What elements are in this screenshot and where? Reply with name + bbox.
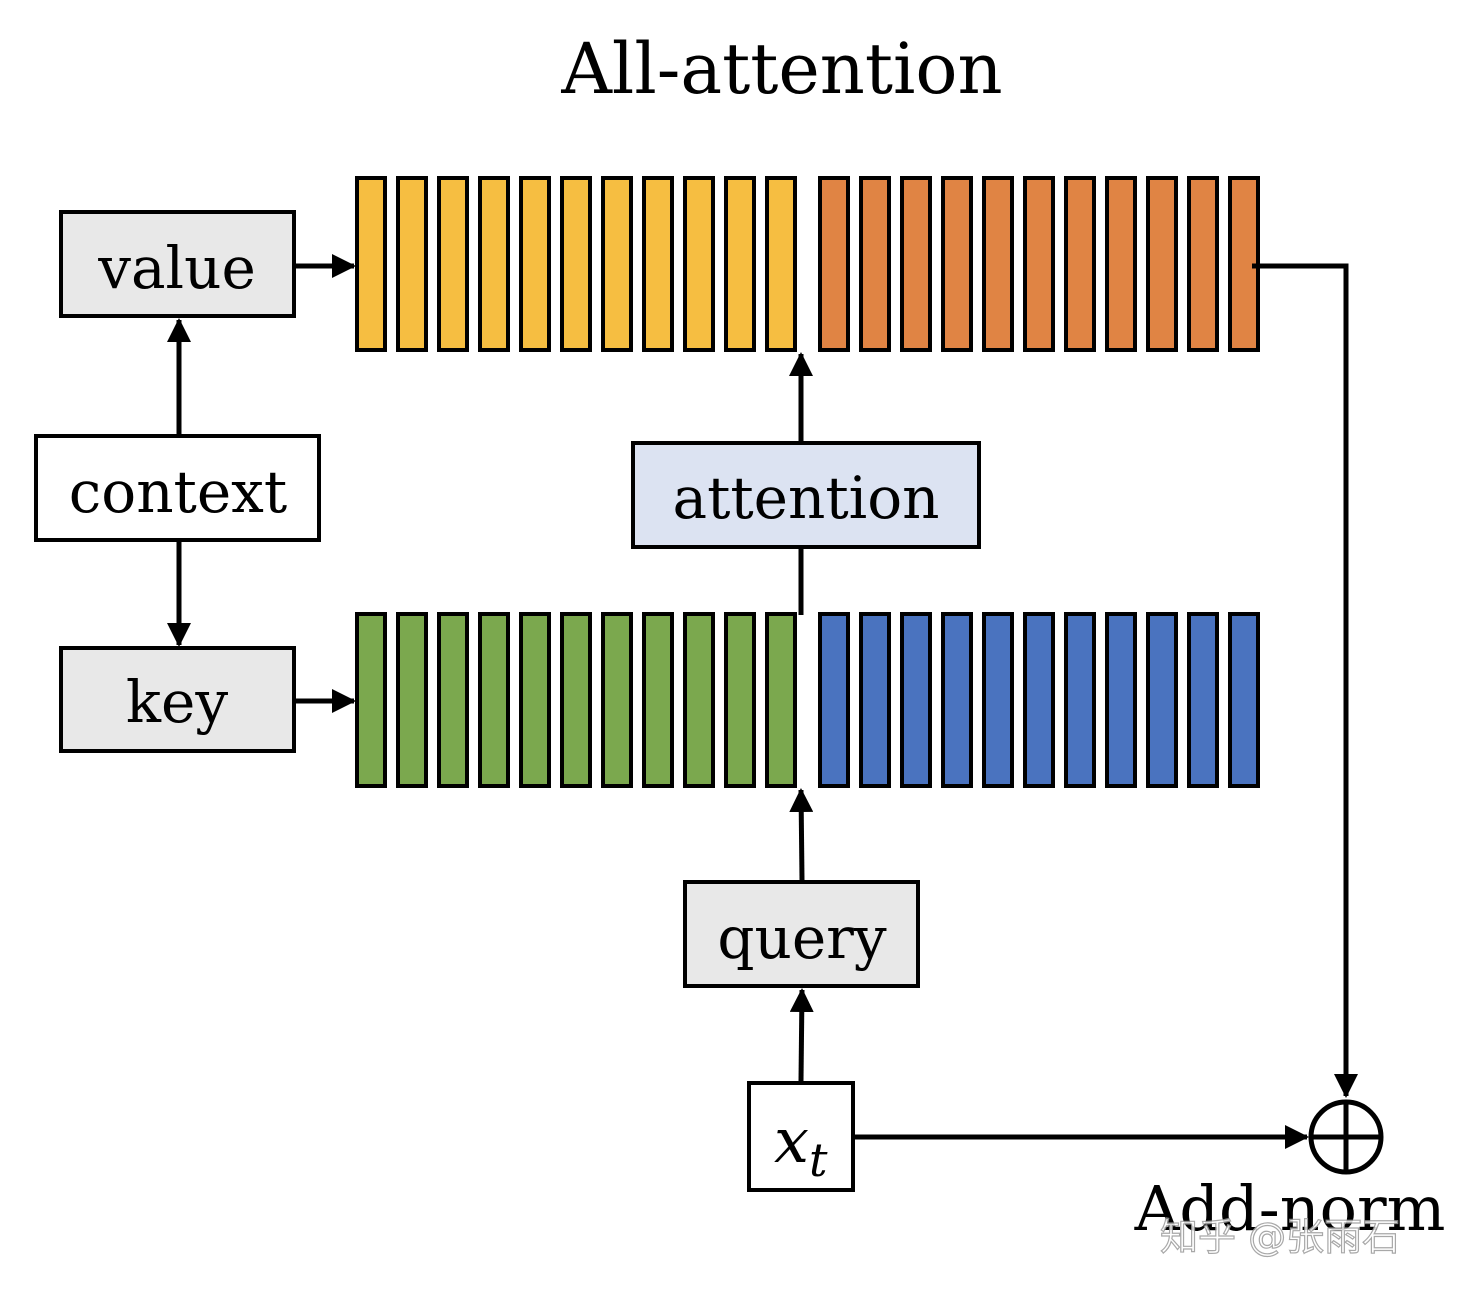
value-cell — [396, 176, 428, 352]
circled-plus-icon — [1308, 1099, 1384, 1175]
value-cell — [519, 176, 551, 352]
persistent-value-cell — [900, 176, 932, 352]
xt-base: x — [774, 1104, 809, 1177]
persistent-value-cell — [818, 176, 850, 352]
persistent-value-cell — [1187, 176, 1219, 352]
value-cell — [601, 176, 633, 352]
value-cell — [683, 176, 715, 352]
persistent-key-cell — [1187, 612, 1219, 788]
query-box: query — [683, 880, 920, 988]
persistent-key-cell — [1105, 612, 1137, 788]
persistent-key-cell — [1023, 612, 1055, 788]
value-cell — [437, 176, 469, 352]
persistent-value-cell — [1023, 176, 1055, 352]
persistent-value-cell — [982, 176, 1014, 352]
value-cell — [560, 176, 592, 352]
persistent-value-cell — [859, 176, 891, 352]
persistent-value-cell — [1105, 176, 1137, 352]
persistent-key-cell — [982, 612, 1014, 788]
xt-subscript: t — [809, 1133, 828, 1187]
value-label: value — [97, 234, 256, 302]
persistent-key-cell — [859, 612, 891, 788]
value-cell — [724, 176, 756, 352]
watermark: 知乎 @张雨石 — [1160, 1215, 1400, 1259]
arrow-query-to-row — [789, 788, 814, 881]
value-cell — [355, 176, 387, 352]
key-cell — [437, 612, 469, 788]
input-xt-box: xt — [747, 1081, 855, 1192]
key-cell — [478, 612, 510, 788]
connectors — [167, 254, 1358, 1149]
context-box: context — [34, 434, 321, 542]
key-cell — [601, 612, 633, 788]
residual-path — [1252, 263, 1358, 1098]
key-cell — [642, 612, 674, 788]
key-box: key — [59, 646, 296, 753]
value-memory-row — [355, 176, 1260, 352]
attention-box: attention — [631, 441, 981, 549]
value-cell — [478, 176, 510, 352]
key-cell — [560, 612, 592, 788]
value-box: value — [59, 210, 296, 318]
add-norm-label: Add-norm — [1134, 1172, 1446, 1245]
arrow-xt-to-query — [789, 988, 814, 1082]
key-cell — [724, 612, 756, 788]
key-cell — [396, 612, 428, 788]
persistent-key-cell — [941, 612, 973, 788]
key-memory-row — [355, 612, 1260, 788]
persistent-key-cell — [1064, 612, 1096, 788]
key-cell — [683, 612, 715, 788]
persistent-value-cell — [1146, 176, 1178, 352]
key-cell — [355, 612, 387, 788]
svg-text:xt: xt — [774, 1104, 828, 1187]
attention-label: attention — [672, 464, 939, 532]
persistent-key-cell — [1228, 612, 1260, 788]
query-label: query — [717, 904, 887, 972]
value-cell — [765, 176, 797, 352]
persistent-key-cell — [818, 612, 850, 788]
persistent-key-cell — [1146, 612, 1178, 788]
key-cell — [519, 612, 551, 788]
value-cell — [642, 176, 674, 352]
context-label: context — [69, 458, 287, 526]
key-label: key — [126, 668, 228, 736]
persistent-value-cell — [941, 176, 973, 352]
key-cell — [765, 612, 797, 788]
persistent-key-cell — [900, 612, 932, 788]
persistent-value-cell — [1064, 176, 1096, 352]
diagram-title: All-attention — [560, 28, 1002, 110]
